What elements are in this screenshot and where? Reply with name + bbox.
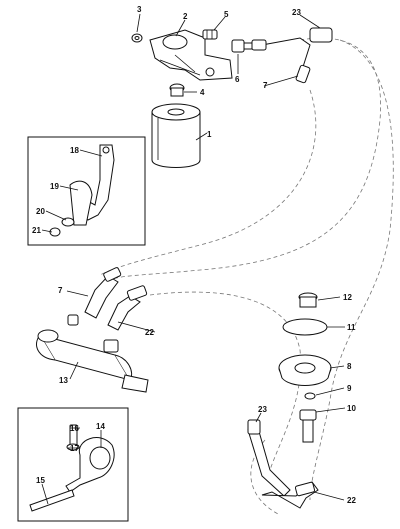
hose-22-lower	[107, 285, 148, 331]
label-7-lower: 7	[58, 286, 63, 295]
label-1: 1	[207, 130, 212, 139]
plug-12	[298, 292, 318, 308]
label-5: 5	[224, 10, 229, 19]
hose-route-lower	[149, 291, 302, 471]
label-22-bottom: 22	[347, 496, 356, 505]
label-19: 19	[50, 182, 59, 191]
inset-bracket-box	[27, 136, 146, 246]
hose-7-lower	[84, 267, 122, 319]
hose-route-bottom	[250, 439, 281, 516]
nut-washer-20-21	[49, 217, 75, 237]
label-9: 9	[347, 384, 352, 393]
label-23-top: 23	[292, 8, 301, 17]
hose-route-middle	[99, 89, 317, 276]
nut-3	[131, 33, 143, 43]
label-2: 2	[183, 12, 188, 21]
hose-route-outer-right	[309, 39, 394, 501]
label-3: 3	[137, 5, 142, 14]
label-11: 11	[347, 323, 356, 332]
label-23-lower: 23	[258, 405, 267, 414]
cover-8	[278, 354, 332, 386]
label-6: 6	[235, 75, 240, 84]
cooler-13	[36, 314, 149, 393]
hose-22-bottom	[261, 481, 319, 509]
callout-labels: 1 2 3 4 5 6 7 7 8 9 10 11 12 13 14 15 16…	[32, 5, 356, 505]
label-10: 10	[347, 404, 356, 413]
fitting-5	[202, 29, 218, 40]
label-4: 4	[200, 88, 205, 97]
label-8: 8	[347, 362, 352, 371]
label-13: 13	[59, 376, 68, 385]
bracket-clamp-assembly	[69, 144, 115, 226]
hose-7-top	[295, 64, 311, 84]
filter-canister	[151, 103, 201, 168]
inset-clamp-box	[17, 407, 129, 522]
hose-23-lower	[247, 419, 291, 497]
label-20: 20	[36, 207, 45, 216]
label-12: 12	[343, 293, 352, 302]
label-17: 17	[70, 444, 79, 453]
clamp-assembly	[29, 424, 115, 512]
label-16: 16	[70, 424, 79, 433]
label-15: 15	[36, 476, 45, 485]
hose-route-upper-right	[109, 37, 382, 281]
label-14: 14	[96, 422, 105, 431]
leader-lines	[41, 13, 346, 505]
label-7-top: 7	[263, 81, 268, 90]
washer-9	[304, 392, 316, 400]
hose-routings	[99, 37, 394, 516]
o-ring-11	[282, 318, 328, 336]
fitting-6	[231, 39, 253, 53]
plug-4	[169, 83, 185, 97]
nipple-10	[299, 409, 317, 443]
filter-head-bracket	[149, 29, 233, 81]
hose-23-top	[251, 27, 333, 81]
label-22-lower: 22	[145, 328, 154, 337]
label-18: 18	[70, 146, 79, 155]
label-21: 21	[32, 226, 41, 235]
